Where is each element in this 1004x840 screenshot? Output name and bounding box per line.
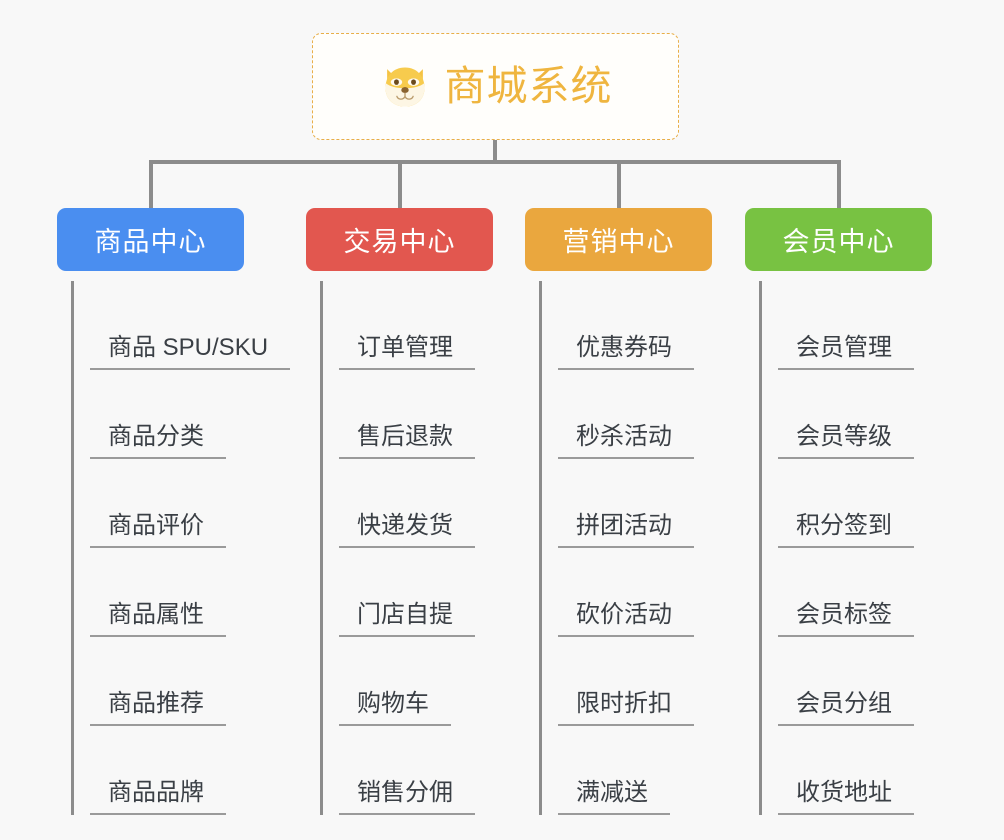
leaf-label: 会员分组 — [778, 690, 914, 726]
list-item[interactable]: 收货地址 — [762, 726, 965, 815]
list-item[interactable]: 商品属性 — [74, 548, 307, 637]
leaf-label: 快递发货 — [339, 512, 475, 548]
list-item[interactable]: 购物车 — [323, 637, 526, 726]
list-item[interactable]: 商品评价 — [74, 459, 307, 548]
branch-column-trade: 交易中心 订单管理 售后退款 快递发货 门店自提 购物车 销售分佣 — [306, 208, 526, 815]
connector-drop-4 — [837, 160, 841, 208]
list-item[interactable]: 订单管理 — [323, 281, 526, 370]
leaf-label: 订单管理 — [339, 334, 475, 370]
leaf-label: 商品品牌 — [90, 779, 226, 815]
list-item[interactable]: 砍价活动 — [542, 548, 745, 637]
leaf-label: 商品推荐 — [90, 690, 226, 726]
list-item[interactable]: 会员管理 — [762, 281, 965, 370]
list-item[interactable]: 门店自提 — [323, 548, 526, 637]
connector-drop-1 — [149, 160, 153, 208]
connector-drop-2 — [398, 160, 402, 208]
list-item[interactable]: 商品分类 — [74, 370, 307, 459]
leaf-label: 限时折扣 — [558, 690, 694, 726]
leaf-label: 商品分类 — [90, 423, 226, 459]
leaf-label: 会员管理 — [778, 334, 914, 370]
leaf-label: 会员标签 — [778, 601, 914, 637]
root-node[interactable]: 商城系统 — [312, 33, 679, 140]
list-item[interactable]: 商品品牌 — [74, 726, 307, 815]
list-item[interactable]: 积分签到 — [762, 459, 965, 548]
leaf-label: 拼团活动 — [558, 512, 694, 548]
list-item[interactable]: 售后退款 — [323, 370, 526, 459]
branch-column-marketing: 营销中心 优惠券码 秒杀活动 拼团活动 砍价活动 限时折扣 满减送 — [525, 208, 745, 815]
shiba-dog-face-icon — [385, 67, 424, 106]
leaf-label: 门店自提 — [339, 601, 475, 637]
list-item[interactable]: 会员分组 — [762, 637, 965, 726]
root-title: 商城系统 — [444, 63, 613, 109]
leaf-label: 会员等级 — [778, 423, 914, 459]
connector-horizontal-bus — [149, 160, 841, 164]
branch-header-trade[interactable]: 交易中心 — [306, 208, 493, 271]
branch-header-marketing[interactable]: 营销中心 — [525, 208, 712, 271]
leaf-list-product: 商品 SPU/SKU 商品分类 商品评价 商品属性 商品推荐 商品品牌 — [71, 281, 307, 815]
branch-column-product: 商品中心 商品 SPU/SKU 商品分类 商品评价 商品属性 商品推荐 商品品牌 — [57, 208, 307, 815]
leaf-list-trade: 订单管理 售后退款 快递发货 门店自提 购物车 销售分佣 — [320, 281, 526, 815]
leaf-label: 优惠券码 — [558, 334, 694, 370]
list-item[interactable]: 商品推荐 — [74, 637, 307, 726]
connector-root-stub — [493, 140, 497, 164]
leaf-label: 商品 SPU/SKU — [90, 334, 291, 370]
leaf-label: 销售分佣 — [339, 779, 475, 815]
list-item[interactable]: 商品 SPU/SKU — [74, 281, 307, 370]
leaf-label: 秒杀活动 — [558, 423, 694, 459]
leaf-list-member: 会员管理 会员等级 积分签到 会员标签 会员分组 收货地址 — [759, 281, 965, 815]
branch-header-product[interactable]: 商品中心 — [57, 208, 244, 271]
connector-drop-3 — [617, 160, 621, 208]
list-item[interactable]: 会员标签 — [762, 548, 965, 637]
leaf-label: 砍价活动 — [558, 601, 694, 637]
list-item[interactable]: 限时折扣 — [542, 637, 745, 726]
leaf-label: 满减送 — [558, 779, 670, 815]
list-item[interactable]: 销售分佣 — [323, 726, 526, 815]
list-item[interactable]: 拼团活动 — [542, 459, 745, 548]
leaf-label: 积分签到 — [778, 512, 914, 548]
list-item[interactable]: 快递发货 — [323, 459, 526, 548]
branch-header-member[interactable]: 会员中心 — [745, 208, 932, 271]
leaf-label: 商品属性 — [90, 601, 226, 637]
branch-column-member: 会员中心 会员管理 会员等级 积分签到 会员标签 会员分组 收货地址 — [745, 208, 965, 815]
list-item[interactable]: 秒杀活动 — [542, 370, 745, 459]
list-item[interactable]: 优惠券码 — [542, 281, 745, 370]
leaf-label: 售后退款 — [339, 423, 475, 459]
list-item[interactable]: 会员等级 — [762, 370, 965, 459]
leaf-label: 购物车 — [339, 690, 451, 726]
leaf-label: 收货地址 — [778, 779, 914, 815]
leaf-list-marketing: 优惠券码 秒杀活动 拼团活动 砍价活动 限时折扣 满减送 — [539, 281, 745, 815]
leaf-label: 商品评价 — [90, 512, 226, 548]
list-item[interactable]: 满减送 — [542, 726, 745, 815]
